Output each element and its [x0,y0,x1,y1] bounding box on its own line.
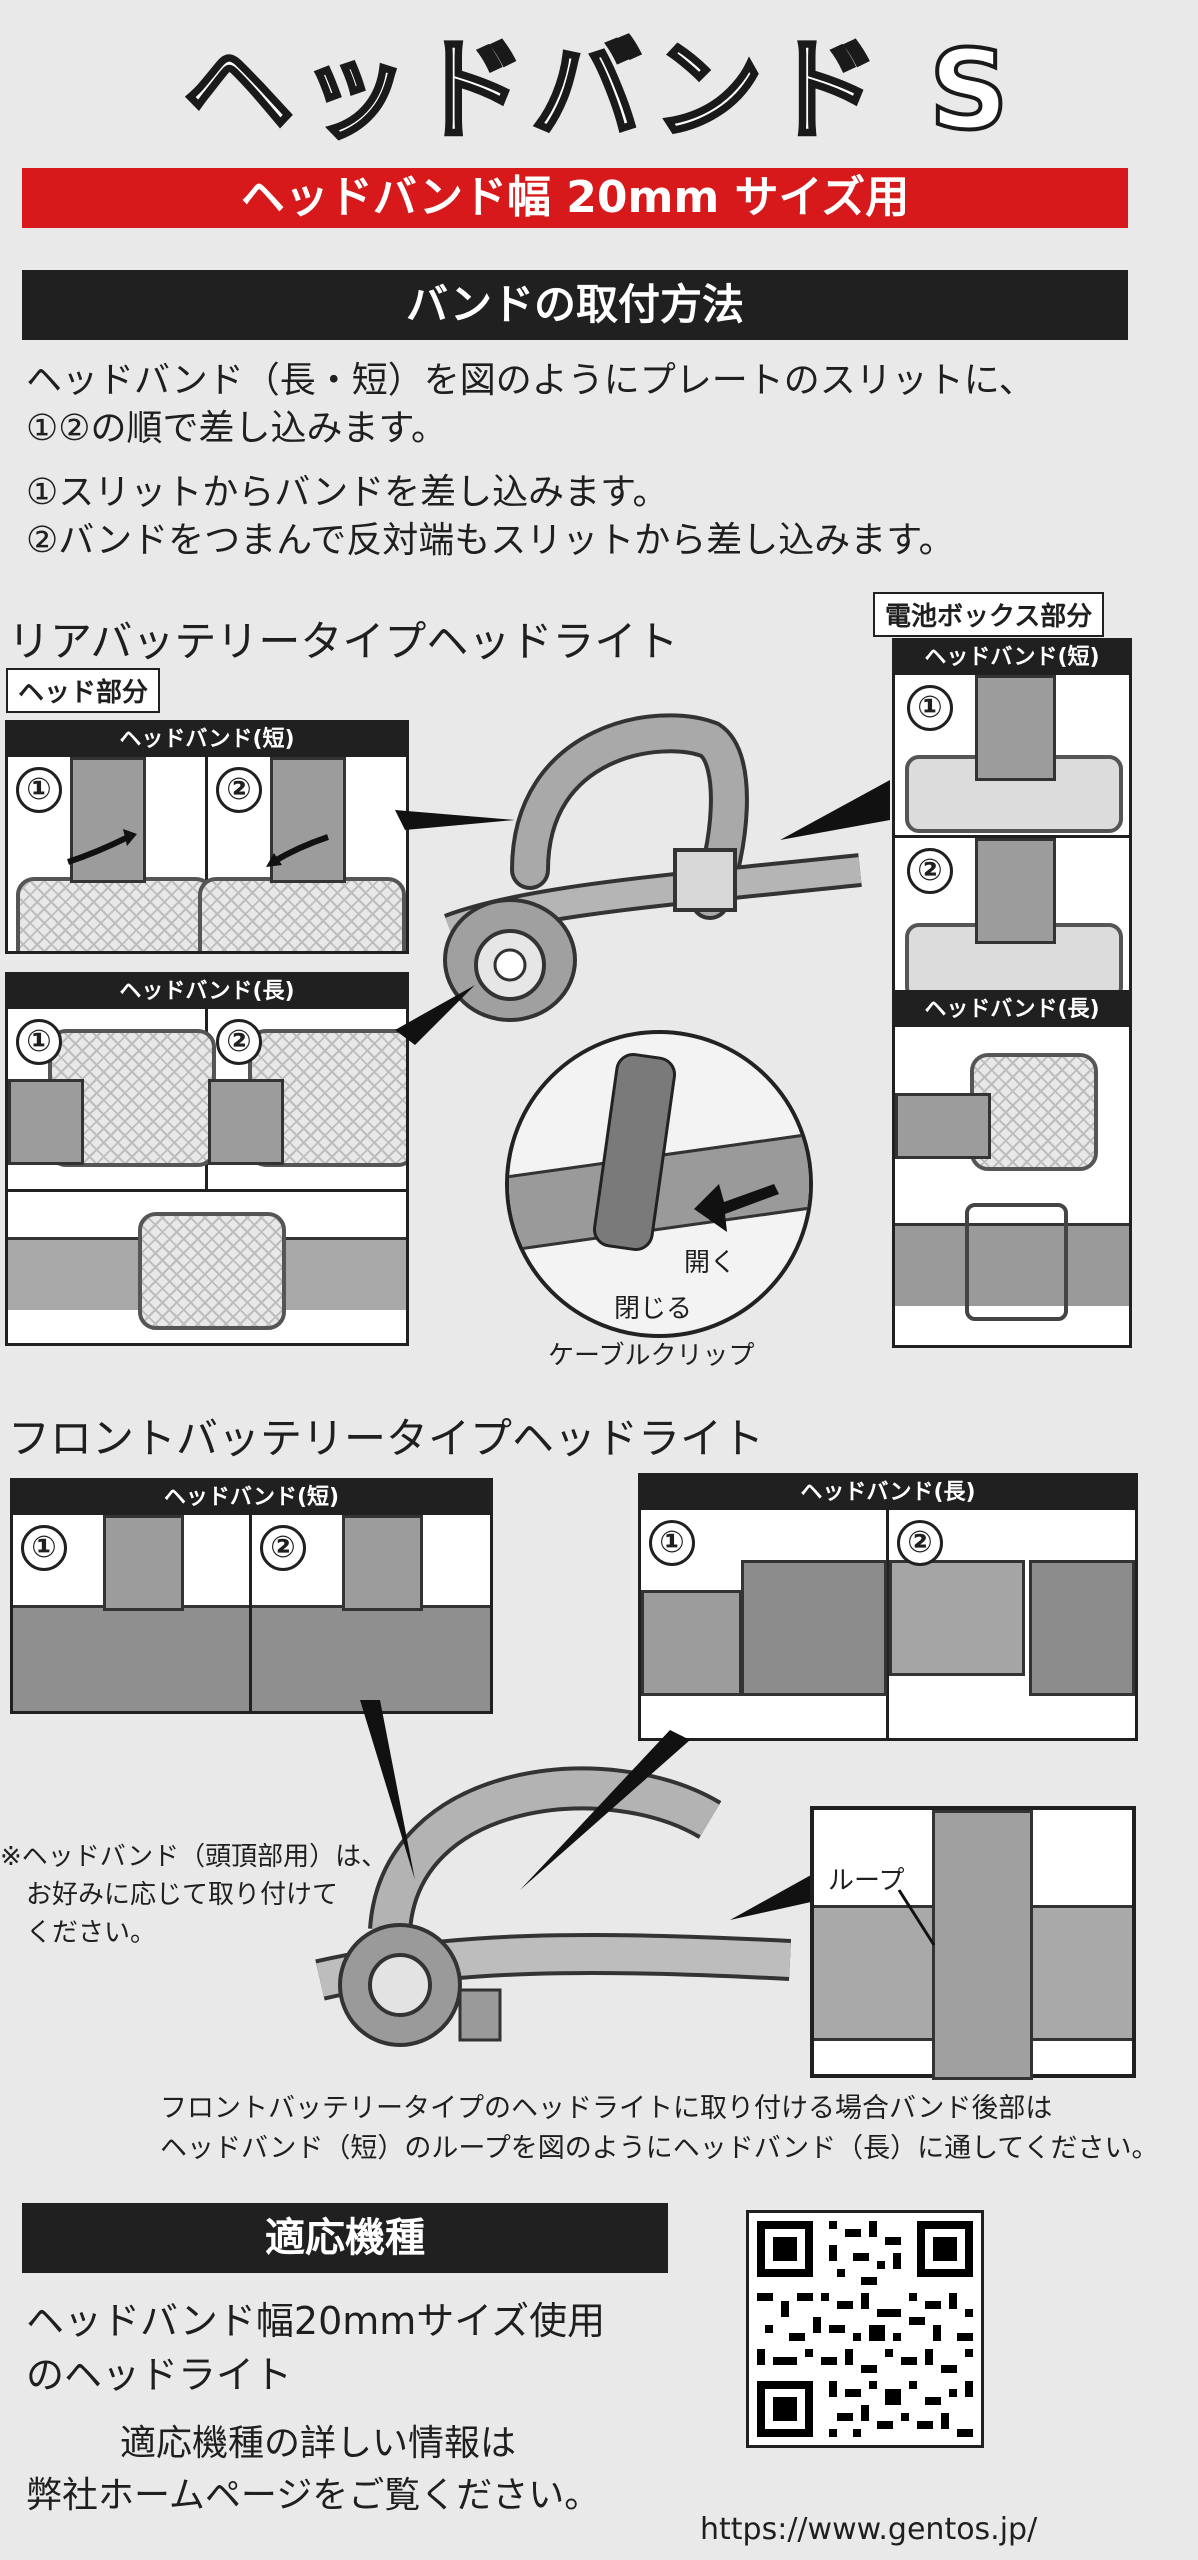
step-1-badge: ① [16,767,62,813]
rear-head-long-panel: ヘッドバンド(長) ① ② [5,972,409,1346]
band-strap [208,1079,284,1165]
band-strap [975,675,1056,781]
battery-long-label: ヘッドバンド(長) [895,993,1129,1027]
front-note-line-1: ※ヘッドバンド（頭頂部用）は、 [0,1842,388,1872]
intro-line-1: ヘッドバンド（長・短）を図のようにプレートのスリットに、 [26,360,1035,401]
head-part-tag: ヘッド部分 [6,668,161,713]
mounting-heading: バンドの取付方法 [22,270,1128,340]
band-strap [8,1079,84,1165]
band-strap [270,757,346,883]
rear-section-title: リアバッテリータイプヘッドライト [8,617,679,666]
band-strap [1029,1560,1135,1696]
rear-head-long-label: ヘッドバンド(長) [8,975,406,1009]
head-plate-mesh [138,1212,286,1330]
front-long-step2: ② [889,1510,1135,1738]
band-strap [895,1093,991,1159]
step-2-badge: ② [907,848,953,894]
clip-close-label: 閉じる [614,1294,693,1324]
compat-heading: 適応機種 [22,2203,668,2273]
rear-head-long-step1: ① [8,1009,216,1192]
front-long-step1: ① [641,1510,889,1738]
band-strap [13,1605,249,1711]
battery-short-step2: ② [895,838,1129,997]
website-url-link[interactable]: https://www.gentos.jp/ [700,2512,1038,2547]
front-short-step2: ② [252,1515,490,1711]
rear-head-short-label: ヘッドバンド(短) [8,723,406,757]
compat-line-3: 適応機種の詳しい情報は [120,2423,517,2464]
rear-head-long-step2: ② [208,1009,406,1192]
battery-box-tag: 電池ボックス部分 [873,592,1105,637]
battery-short-panel: ヘッドバンド(短) ① ② [892,638,1132,1000]
loop-pointer-line [897,1889,936,1946]
compat-line-1: ヘッドバンド幅20mmサイズ使用 [26,2299,606,2343]
front-section-title: フロントバッテリータイプヘッドライト [8,1414,765,1463]
front-short-panel: ヘッドバンド(短) ① ② [10,1478,493,1714]
insert-arrow-icon [67,829,137,865]
qr-code[interactable] [746,2210,984,2448]
band-strap [70,757,146,883]
front-note-line-3: ください。 [26,1918,157,1948]
pointer-wedge-icon [730,1870,820,1920]
front-headlamp-illustration [315,1766,792,2047]
rear-head-short-step1: ① [8,757,214,951]
step-2-badge: ② [216,767,262,813]
step-2-badge: ② [260,1525,306,1571]
rear-head-long-result [8,1192,406,1342]
battery-short-label: ヘッドバンド(短) [895,641,1129,675]
front-caption-line-1: フロントバッテリータイプのヘッドライトに取り付ける場合バンド後部は [160,2093,1053,2124]
step-1-badge: ① [21,1525,67,1571]
pointer-wedge-icon [360,1700,690,1890]
battery-plate-mesh [970,1053,1098,1171]
band-strap [342,1515,423,1611]
step-1-badge: ① [16,1019,62,1065]
loop-detail-panel: ループ [810,1806,1136,2080]
band-strap [641,1590,742,1696]
step-2-badge: ② [216,1019,262,1065]
band-strap [741,1560,887,1696]
battery-buckle [965,1203,1068,1321]
compat-line-2: のヘッドライト [26,2353,293,2397]
band-strap [895,1223,1129,1306]
front-short-step1: ① [13,1515,252,1711]
band-strap [889,1560,1025,1676]
battery-short-step1: ① [895,675,1129,838]
page-title: ヘッドバンド S [181,26,1015,154]
front-note-line-2: お好みに応じて取り付けて [26,1880,339,1910]
clip-open-label: 開く [684,1248,737,1278]
cable-clip-label: ケーブルクリップ [548,1341,755,1371]
pointer-wedge-icon [780,780,890,840]
cable-clip-detail: 開く 閉じる [505,1030,813,1338]
rear-head-short-panel: ヘッドバンド(短) ① ② [5,720,409,954]
step-2-text: ②バンドをつまんで反対端もスリットから差し込みます。 [26,520,955,561]
front-short-label: ヘッドバンド(短) [13,1481,490,1515]
rear-headlamp-illustration [443,713,862,1022]
compat-line-4: 弊社ホームページをご覧ください。 [26,2475,601,2516]
front-caption-line-2: ヘッドバンド（短）のループを図のようにヘッドバンド（長）に通してください。 [160,2133,1159,2164]
step-1-badge: ① [649,1520,695,1566]
front-long-label: ヘッドバンド(長) [641,1476,1135,1510]
loop-label: ループ [828,1866,905,1896]
size-subtitle-banner: ヘッドバンド幅 20mm サイズ用 [22,168,1128,228]
step-1-text: ①スリットからバンドを差し込みます。 [26,472,669,513]
step-1-badge: ① [907,685,953,731]
intro-line-2: ①②の順で差し込みます。 [26,408,447,449]
band-strap [252,1605,490,1711]
step-2-badge: ② [897,1520,943,1566]
insert-arrow-icon [266,834,329,867]
front-long-panel: ヘッドバンド(長) ① ② [638,1473,1138,1741]
rear-head-short-step2: ② [198,757,406,951]
push-arrow-icon [694,1184,779,1232]
band-strap [103,1515,184,1611]
battery-long-panel: ヘッドバンド(長) [892,990,1132,1348]
qr-code-pattern [757,2221,973,2437]
band-strap [975,838,1056,944]
pointer-wedge-icon [395,810,515,1045]
